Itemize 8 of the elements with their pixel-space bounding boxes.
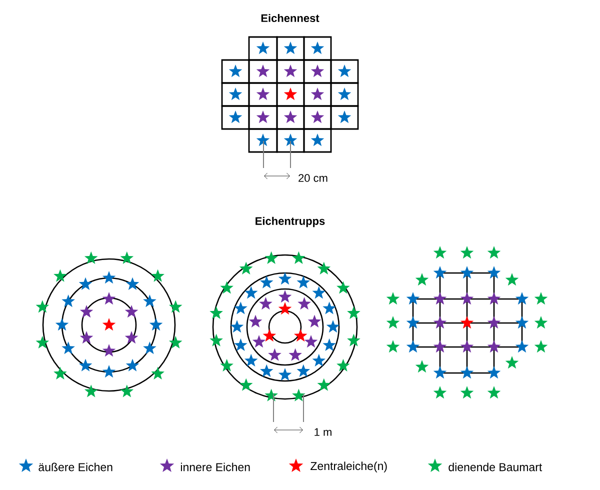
section-title: Eichennest bbox=[261, 14, 320, 22]
dimension-label: 20 cm bbox=[298, 174, 328, 182]
section-title: Eichentrupps bbox=[256, 216, 325, 228]
legend-label: dienende Baumart bbox=[448, 462, 542, 472]
legend-label: Zentraleiche(n) bbox=[310, 462, 387, 472]
legend-label: innere Eichen bbox=[180, 462, 250, 472]
legend-label: äußere Eichen bbox=[38, 462, 112, 472]
dimension-label: 1 m bbox=[314, 428, 332, 436]
